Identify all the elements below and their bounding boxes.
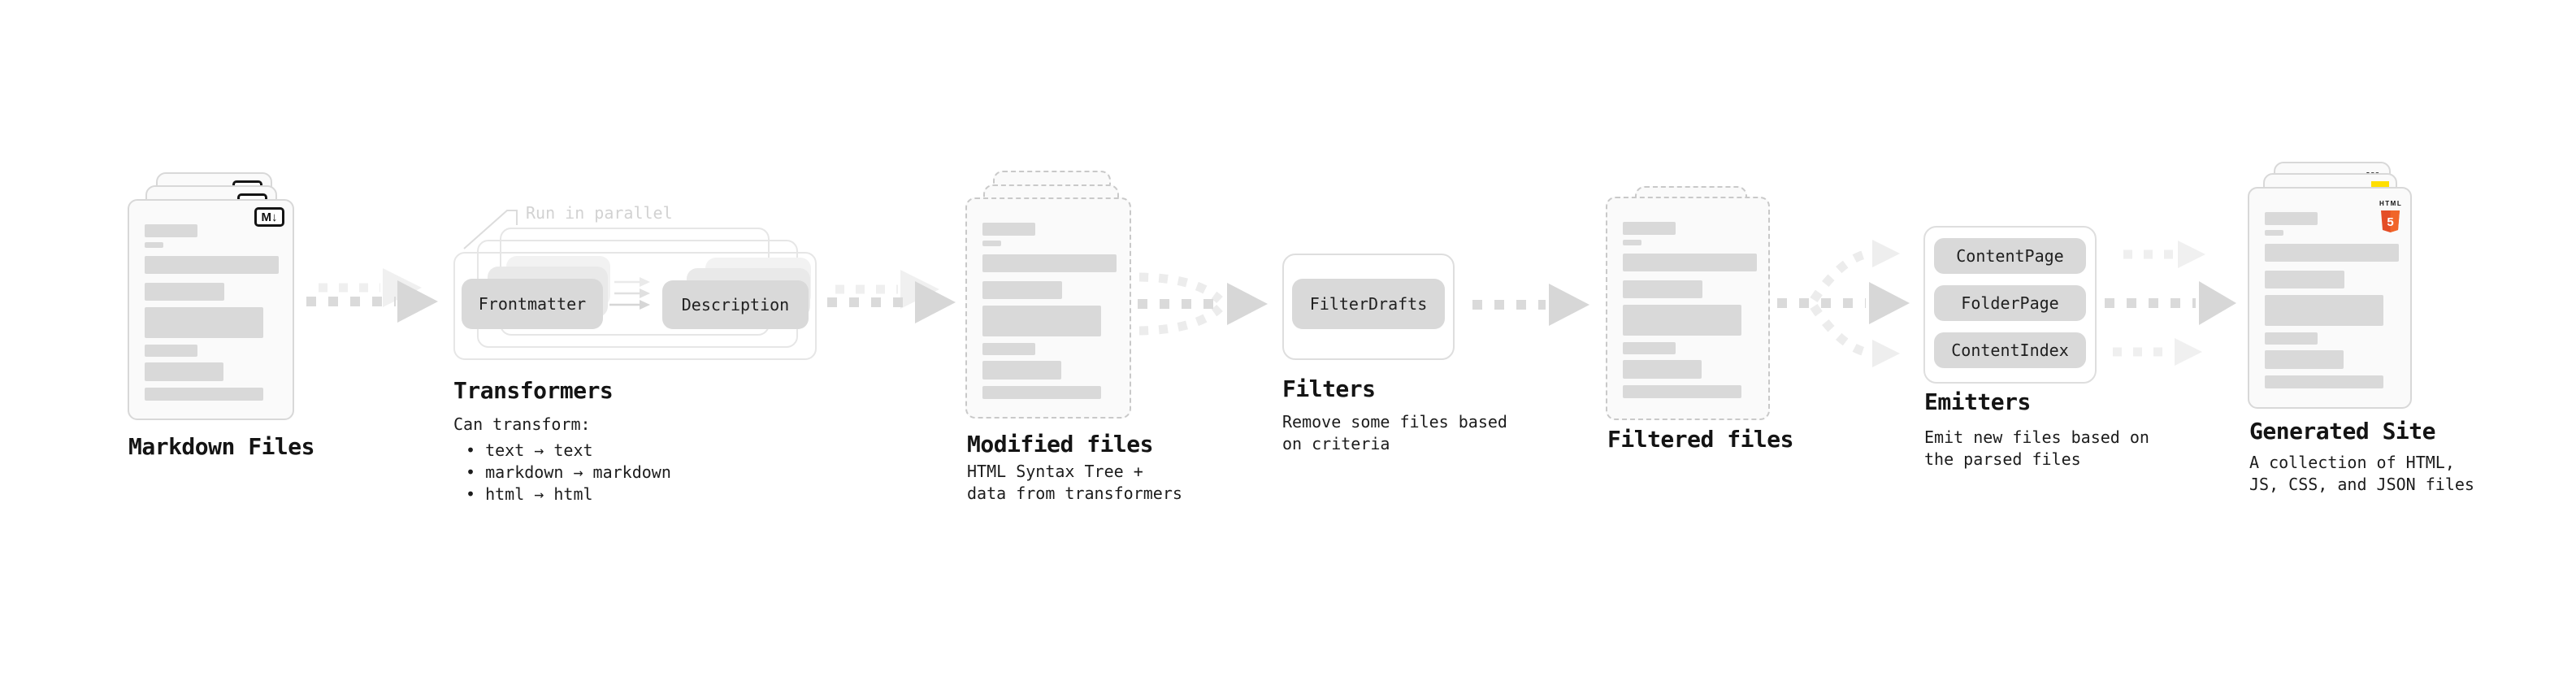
html5-icon: HTML 5 — [2379, 195, 2403, 232]
description-plugin: Description — [662, 280, 809, 329]
filters-title: Filters — [1282, 375, 1376, 402]
contentpage-plugin: ContentPage — [1934, 238, 2086, 274]
filterdrafts-plugin: FilterDrafts — [1292, 279, 1445, 329]
desc-line: Remove some files based — [1282, 412, 1507, 432]
desc-line: JS, CSS, and JSON files — [2249, 475, 2474, 494]
modified-files-title: Modified files — [967, 431, 1154, 458]
arrow-markdown-to-transformers — [306, 268, 438, 323]
file-card-front — [965, 197, 1131, 419]
desc-line: A collection of HTML, — [2249, 453, 2455, 472]
arrow-emitters-to-site — [2105, 241, 2236, 366]
arrow-modified-to-filters-merge — [1138, 272, 1268, 336]
generated-site-title: Generated Site — [2249, 418, 2436, 445]
bullet-item: • text → text — [466, 440, 593, 460]
modified-files-description: HTML Syntax Tree + data from transformer… — [967, 461, 1182, 505]
transformers-description: Can transform: • text → text • markdown … — [453, 414, 671, 505]
transformer-frame-front — [453, 252, 817, 360]
run-in-parallel-annotation: Run in parallel — [526, 203, 673, 223]
html5-icon-label: HTML — [2379, 200, 2403, 207]
file-card-html: HTML 5 — [2248, 187, 2412, 409]
bullet-item: • html → html — [466, 484, 593, 504]
document-content-placeholder — [129, 201, 293, 419]
desc-line: Emit new files based on — [1924, 427, 2149, 447]
document-content-placeholder — [1607, 198, 1768, 419]
file-card-front: M↓ — [128, 199, 294, 420]
emitters-title: Emitters — [1924, 388, 2031, 415]
frontmatter-plugin: Frontmatter — [462, 279, 603, 329]
document-content-placeholder — [2249, 189, 2410, 407]
arrow-transformers-to-modified — [827, 270, 956, 323]
desc-line: the parsed files — [1924, 449, 2081, 469]
markdown-files-title: Markdown Files — [128, 433, 315, 460]
filters-description: Remove some files based on criteria — [1282, 411, 1507, 455]
desc-line: HTML Syntax Tree + — [967, 462, 1143, 481]
transformers-desc-heading: Can transform: — [453, 414, 591, 434]
generated-site-description: A collection of HTML, JS, CSS, and JSON … — [2249, 452, 2474, 496]
folderpage-plugin: FolderPage — [1934, 285, 2086, 321]
javascript-icon — [2371, 181, 2389, 189]
bullet-item: • markdown → markdown — [466, 462, 671, 482]
markdown-icon: M↓ — [254, 207, 284, 227]
svg-text:5: 5 — [2387, 215, 2393, 229]
file-card-front — [1606, 197, 1770, 420]
contentindex-plugin: ContentIndex — [1934, 332, 2086, 368]
desc-line: on criteria — [1282, 434, 1390, 453]
emitters-description: Emit new files based on the parsed files — [1924, 427, 2149, 471]
document-content-placeholder — [967, 199, 1130, 417]
arrow-filtered-to-emitters-fanout — [1777, 240, 1910, 367]
transformers-title: Transformers — [453, 377, 614, 404]
filtered-files-title: Filtered files — [1607, 426, 1794, 453]
arrow-filters-to-filtered — [1472, 284, 1589, 326]
transformers-bullet-list: • text → text • markdown → markdown • ht… — [453, 440, 671, 505]
desc-line: data from transformers — [967, 484, 1182, 503]
html5-shield: 5 — [2380, 210, 2400, 232]
